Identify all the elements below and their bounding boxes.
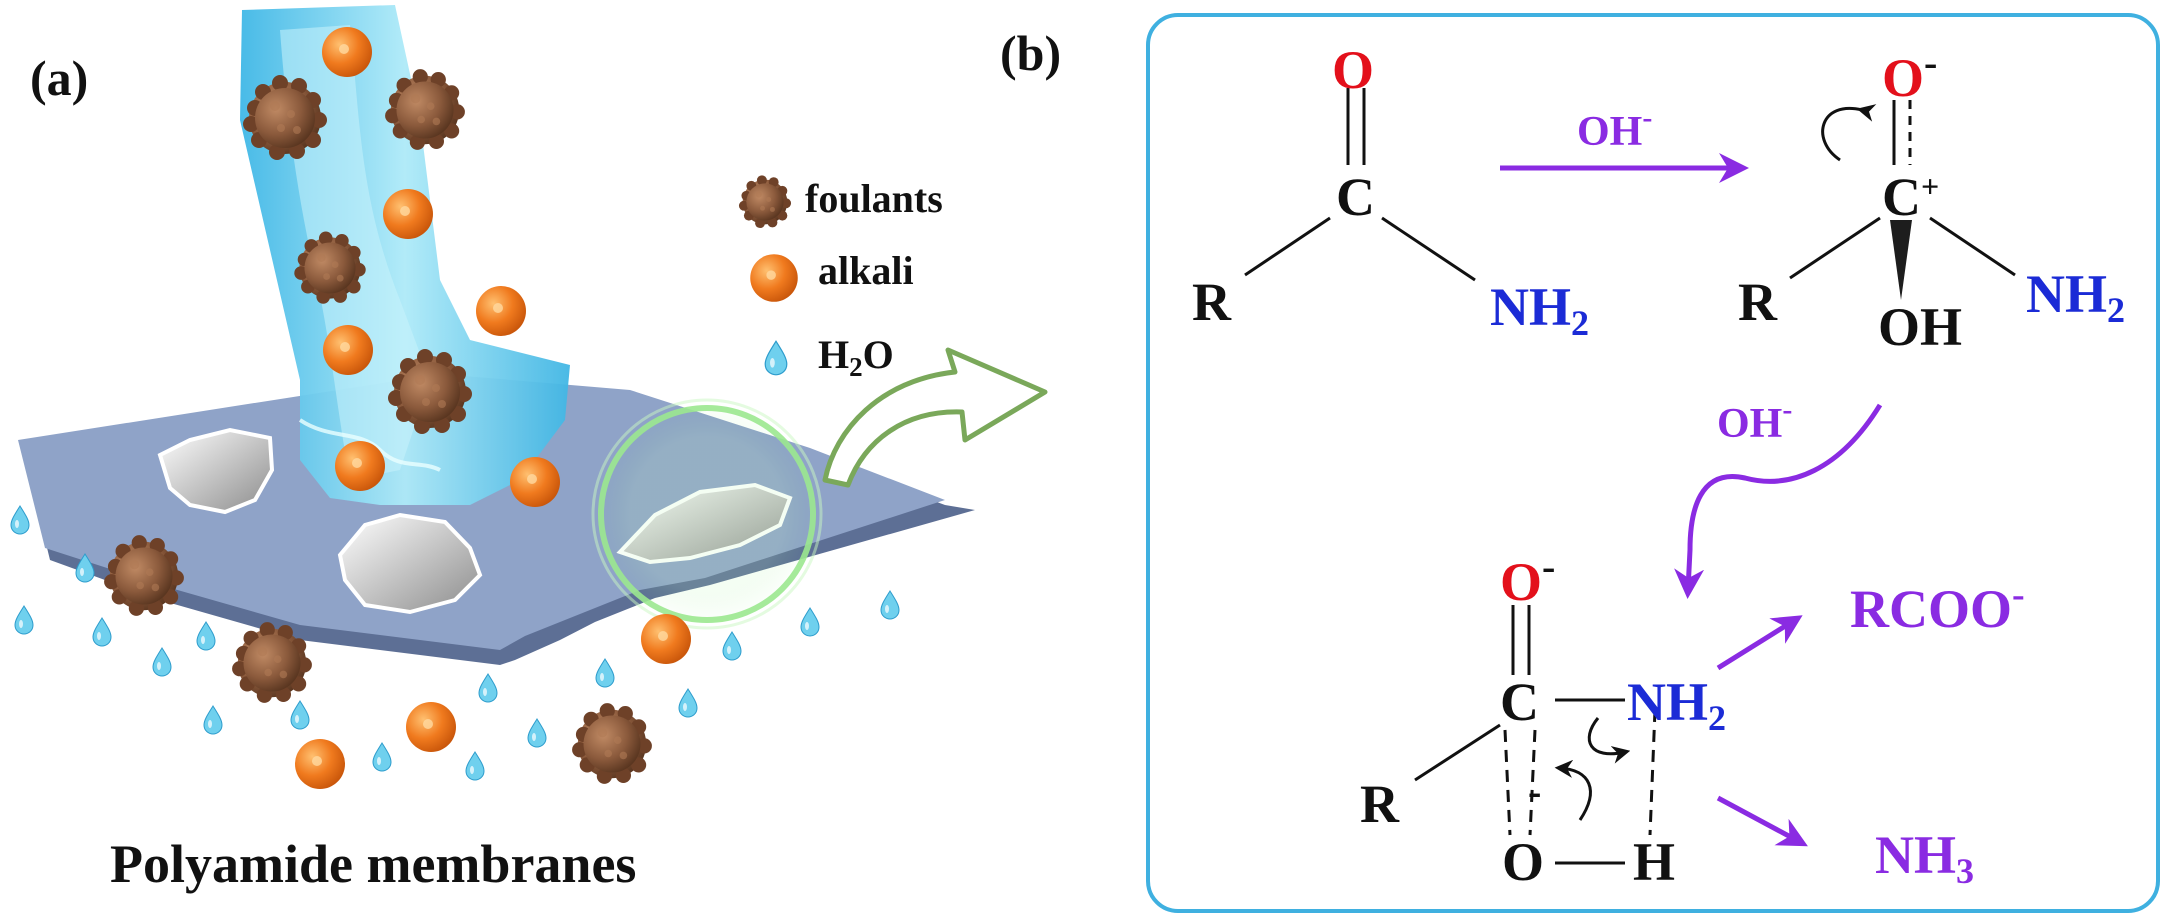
alkali-particle [295,739,345,789]
alkali-particle [641,614,691,664]
water-droplet [290,700,310,730]
panel-b: (b) O C R NH2 OH- O- C+ R [1000,13,2160,913]
foulant-legend-icon [738,175,792,229]
water-legend-icon [764,340,788,376]
alkali-legend-icon [750,254,798,302]
intermediate-r-group: R [1738,272,1778,332]
water-droplet [92,617,112,647]
water-droplet [880,590,900,620]
intermediate-nh2: NH2 [2026,264,2125,330]
panel-a-label: (a) [30,50,88,106]
product-nh3: NH3 [1875,825,1974,891]
panel-b-label: (b) [1000,25,1061,81]
product-arrow-2 [1716,795,1808,847]
amide-molecule: O C R NH2 [1192,40,1589,343]
amide-nh2: NH2 [1490,277,1589,343]
tetrahedral-intermediate: O- C R NH2 O - H [1360,544,1726,892]
tetrahedral-hydrogen: H [1633,832,1675,892]
tetrahedral-carbon: C [1500,672,1539,732]
alkali-particle [322,27,372,77]
intermediate-oh: OH [1878,297,1962,357]
legend: foulants alkali H2O [738,175,943,382]
alkali-particle [323,325,373,375]
water-droplet [465,751,485,781]
pointer-arrow [822,347,1048,488]
water-droplet [595,658,615,688]
legend-foulants: foulants [805,176,943,221]
panel-a: (a) [10,5,1048,894]
alkali-particle [383,189,433,239]
amide-oxygen: O [1332,40,1374,100]
tetrahedral-nh2: NH2 [1627,672,1726,738]
foulant-particle [572,703,652,784]
panel-b-frame [1146,13,2160,913]
alkali-particle [510,457,560,507]
water-droplet [203,705,223,735]
panel-a-caption: Polyamide membranes [110,834,636,894]
intermediate-molecule: O- C+ R NH2 OH [1738,40,2125,357]
water-droplet [152,647,172,677]
water-droplet [478,673,498,703]
water-droplet [678,688,698,718]
alkali-particle [335,441,385,491]
alkali-particle [406,702,456,752]
tetrahedral-oxygen: O- [1500,544,1555,612]
tetrahedral-bridge-oxygen: O [1502,832,1544,892]
intermediate-carbon: C+ [1882,167,1939,227]
legend-h2o: H2O [818,332,894,382]
step2-reagent: OH- [1717,393,1792,447]
legend-alkali: alkali [818,248,914,293]
water-droplet [10,505,30,535]
alkali-particle [476,286,526,336]
reaction-step-1: OH- [1500,101,1749,183]
amide-carbon: C [1336,167,1375,227]
membrane-hole [337,512,483,615]
product-rcoo: RCOO- [1850,574,2025,639]
water-droplet [372,742,392,772]
membrane-hole [157,427,275,515]
water-droplet [800,607,820,637]
reaction-step-2: OH- [1674,393,1883,599]
intermediate-oxygen: O- [1882,40,1937,108]
highlight-circle [591,398,823,630]
tetrahedral-bridge-charge: - [1528,769,1541,814]
product-arrow-1 [1716,615,1803,671]
step1-reagent: OH- [1577,101,1652,155]
tetrahedral-r-group: R [1360,774,1400,834]
water-droplet [722,631,742,661]
water-droplet [527,718,547,748]
water-droplet [196,621,216,651]
water-droplet [14,605,34,635]
amide-r-group: R [1192,272,1232,332]
